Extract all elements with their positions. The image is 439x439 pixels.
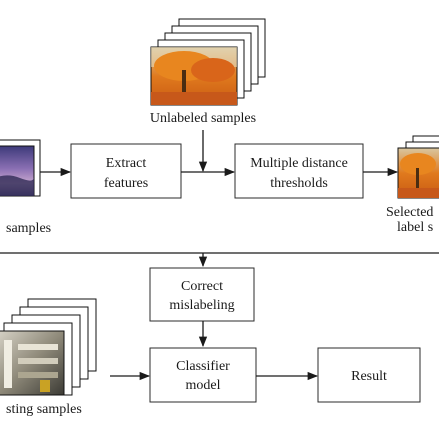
unlabeled-samples-stack (150, 18, 266, 106)
testing-samples-stack (0, 298, 97, 396)
selected-samples-line1: Selected (386, 205, 433, 220)
correct-mislabeling-line2: mislabeling (169, 298, 234, 313)
sky-photo (0, 145, 35, 197)
labeled-samples-label: samples (6, 221, 51, 236)
correct-mislabeling-line1: Correct (181, 279, 223, 294)
selected-samples-line2: label s (397, 220, 433, 235)
autumn-tree-photo-selected (397, 147, 439, 199)
labeled-samples-stack (0, 139, 41, 197)
distance-thresholds-line1: Multiple distance (250, 156, 348, 171)
unlabeled-samples-label: Unlabeled samples (150, 111, 256, 126)
classifier-model-box (149, 347, 257, 403)
correct-mislabeling-box (149, 267, 255, 322)
distance-thresholds-line2: thresholds (270, 176, 328, 191)
result-box (317, 347, 421, 403)
building-interior-photo (0, 330, 65, 396)
classifier-model-line1: Classifier (176, 359, 230, 374)
extract-features-line1: Extract (106, 156, 147, 171)
selected-samples-stack (397, 135, 439, 199)
result-label: Result (351, 369, 387, 384)
autumn-tree-photo (150, 46, 238, 106)
extract-features-line2: features (104, 176, 148, 191)
testing-samples-label: sting samples (6, 402, 82, 417)
classifier-model-line2: model (186, 378, 221, 393)
